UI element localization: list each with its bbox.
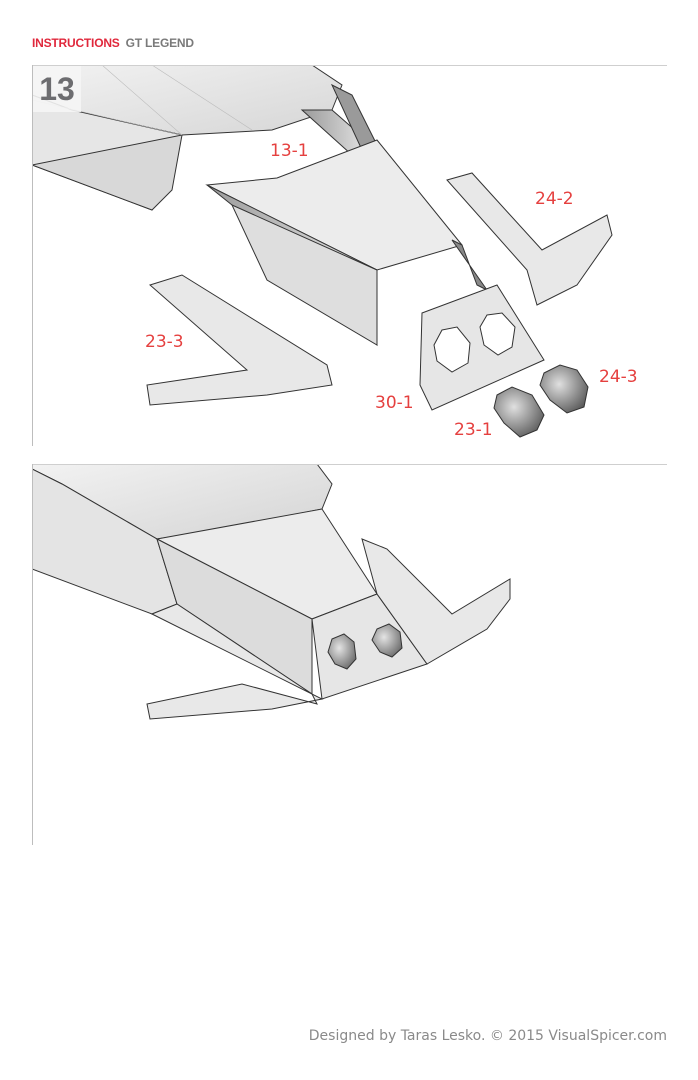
- assembled-diagram: [32, 464, 511, 720]
- model-title: GT LEGEND: [125, 36, 194, 50]
- part-13-1: [205, 139, 488, 347]
- part-24-3: [539, 364, 589, 414]
- panel-border-top: [32, 464, 667, 465]
- footer-credit: Designed by Taras Lesko. © 2015 VisualSp…: [308, 1028, 667, 1044]
- page-header: INSTRUCTIONS GT LEGEND: [32, 36, 194, 50]
- label-24-3: 24-3: [599, 367, 638, 387]
- section-label: INSTRUCTIONS: [32, 36, 120, 50]
- label-23-3: 23-3: [145, 332, 184, 352]
- label-30-1: 30-1: [375, 393, 414, 413]
- part-23-1: [493, 386, 545, 438]
- step-13-panel: 13 13-1 24-2 23-3 24-3 30-1 23-1: [32, 65, 667, 446]
- panel-border-left: [32, 65, 33, 446]
- car-body-rear: [32, 65, 378, 211]
- label-13-1: 13-1: [270, 141, 309, 161]
- label-24-2: 24-2: [535, 189, 574, 209]
- panel-border-left: [32, 464, 33, 845]
- nozzle-left: [327, 633, 357, 670]
- panel-border-top: [32, 65, 667, 66]
- assembled-result-panel: [32, 464, 667, 845]
- exploded-assembly-diagram: [32, 65, 613, 438]
- step-number: 13: [33, 66, 81, 112]
- part-23-3: [146, 274, 333, 406]
- part-24-2: [446, 172, 613, 306]
- label-23-1: 23-1: [454, 420, 493, 440]
- nozzle-right: [371, 623, 403, 658]
- part-30-1: [419, 284, 545, 411]
